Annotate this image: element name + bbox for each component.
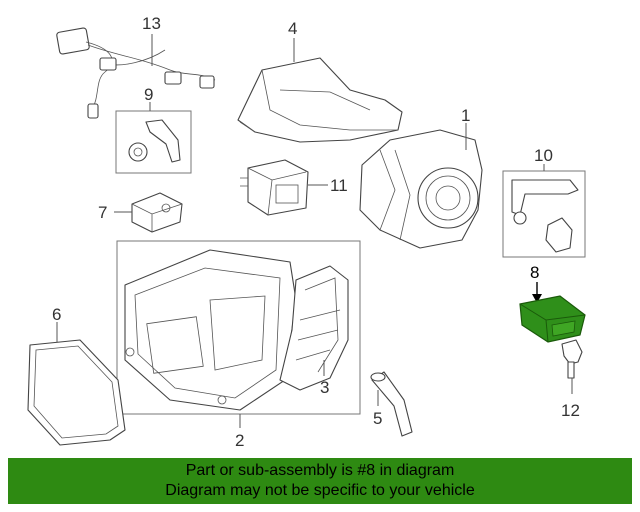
banner-line-2: Diagram may not be specific to your vehi… (165, 482, 475, 499)
callout-7: 7 (98, 203, 107, 222)
part-9-actuator-lever[interactable] (128, 102, 181, 163)
part-4-upper-housing-cover[interactable] (237, 38, 403, 143)
part-12-sensor[interactable] (561, 339, 583, 394)
callout-1: 1 (461, 106, 470, 125)
banner-line-1: Part or sub-assembly is #8 in diagram (185, 462, 455, 479)
part-13-wiring-harness[interactable] (56, 27, 216, 119)
callout-9: 9 (144, 85, 153, 104)
callout-8: 8 (530, 263, 539, 282)
part-7-actuator[interactable] (114, 192, 183, 233)
part-9-box (115, 110, 192, 174)
callout-13: 13 (142, 14, 161, 33)
part-1-blower-housing[interactable] (359, 123, 483, 249)
part-8-module[interactable] (519, 295, 586, 343)
part-8-highlight-arrow (532, 282, 542, 303)
part-10-actuator-arm[interactable] (511, 164, 579, 253)
part-2-box (116, 240, 361, 415)
callout-12: 12 (561, 401, 580, 420)
callout-6: 6 (52, 305, 61, 324)
parts-diagram: 13 4 9 1 11 (27, 14, 586, 450)
callout-11: 11 (330, 176, 348, 195)
callout-5: 5 (373, 409, 382, 428)
part-2-hvac-case[interactable] (124, 249, 297, 428)
part-3-case-panel[interactable] (279, 265, 349, 391)
callout-4: 4 (288, 19, 297, 38)
callout-3: 3 (320, 378, 329, 397)
info-banner: Part or sub-assembly is #8 in diagram Di… (8, 458, 632, 504)
part-5-duct[interactable] (370, 371, 413, 437)
part-11-control-module[interactable] (240, 159, 328, 216)
callout-2: 2 (235, 431, 244, 450)
part-6-seal[interactable] (27, 322, 126, 446)
callout-10: 10 (534, 146, 553, 165)
